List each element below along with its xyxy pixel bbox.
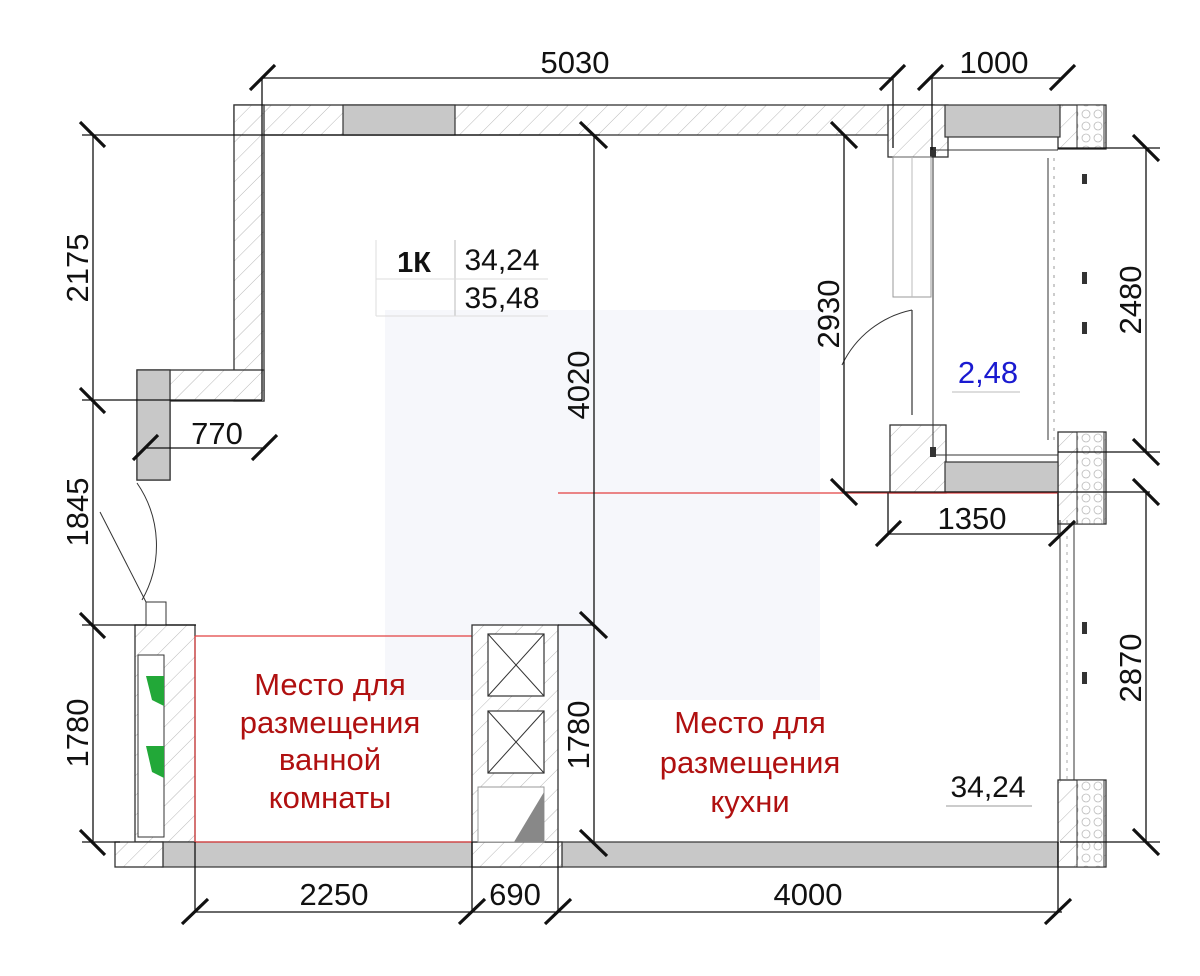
- room-area: 34,24: [950, 771, 1025, 804]
- ventilation-shafts: [471, 624, 559, 843]
- total-area: 35,48: [464, 282, 539, 315]
- dim-left-lower: 1780: [60, 699, 95, 768]
- dim-bottom-shaft: 690: [489, 877, 541, 912]
- balcony-area: 2,48: [958, 355, 1018, 390]
- dim-top-width: 5030: [541, 45, 610, 80]
- apartment-label: 1К 34,24 35,48: [375, 240, 548, 317]
- bathroom-label-line: ванной: [279, 742, 381, 777]
- living-area: 34,24: [464, 244, 539, 277]
- kitchen-label-line: размещения: [660, 745, 841, 780]
- dim-partition-vertical: 1780: [561, 701, 596, 770]
- kitchen-label-line: Место для: [674, 705, 826, 740]
- bathroom-zone-label: Место для размещения ванной комнаты: [240, 667, 421, 815]
- dim-left-middle: 1845: [60, 478, 95, 547]
- dim-balcony-width: 1350: [938, 501, 1007, 536]
- background-zone: [385, 310, 820, 700]
- dim-balcony-height: 2930: [811, 280, 846, 349]
- dim-right-lower: 2870: [1113, 634, 1148, 703]
- kitchen-zone-label: Место для размещения кухни: [660, 705, 841, 819]
- dim-left-upper: 2175: [60, 234, 95, 303]
- dim-top-balcony: 1000: [960, 45, 1029, 80]
- walls: [99, 104, 1107, 868]
- dim-right-upper: 2480: [1113, 266, 1148, 335]
- bathroom-label-line: размещения: [240, 705, 421, 740]
- bathroom-label-line: комнаты: [269, 780, 392, 815]
- dimension-lines: [78, 63, 1161, 926]
- bathroom-label-line: Место для: [254, 667, 406, 702]
- apartment-type: 1К: [397, 247, 431, 279]
- dim-notch: 770: [191, 416, 243, 451]
- dim-bottom-bath: 2250: [300, 877, 369, 912]
- kitchen-label-line: кухни: [710, 784, 789, 819]
- dim-center-vertical: 4020: [561, 351, 596, 420]
- dim-bottom-kitchen: 4000: [774, 877, 843, 912]
